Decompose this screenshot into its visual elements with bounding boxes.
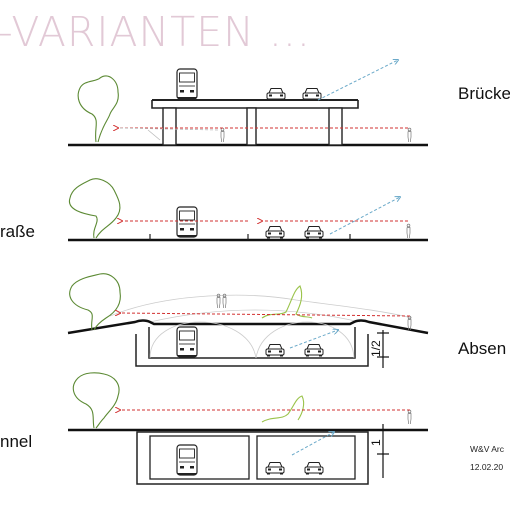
person-icon — [407, 409, 412, 425]
sightline-grey — [117, 127, 219, 131]
person-icon — [407, 315, 412, 331]
car-icon — [266, 88, 286, 101]
person-icon — [220, 127, 225, 143]
bridge-deck — [151, 100, 359, 109]
bridge-pier — [162, 107, 177, 146]
bus-icon — [176, 206, 198, 238]
section-absenkung: 1/2 — [67, 273, 429, 368]
tree-icon — [77, 75, 119, 143]
variant-label-tunnel: nnel — [0, 432, 33, 451]
dimension-full: 1 — [369, 439, 383, 446]
section-bruecke — [68, 60, 428, 147]
car-icon — [304, 226, 324, 239]
tunnel-tube — [256, 435, 356, 480]
grass-icon — [261, 285, 313, 319]
dimension-half: 1/2 — [369, 340, 383, 357]
sightline-blue — [291, 432, 334, 456]
car-icon — [265, 344, 285, 357]
car-icon — [265, 462, 285, 475]
person-icon — [407, 127, 412, 143]
car-icon — [302, 88, 322, 101]
sightline-blue — [329, 197, 400, 235]
variant-label-absenkung: Absen — [458, 339, 507, 358]
sketch-line — [147, 129, 161, 141]
tree-icon — [72, 372, 120, 429]
trough-outline — [135, 334, 369, 367]
person-icon — [222, 293, 227, 309]
tree-icon — [68, 178, 121, 239]
variant-label-bruecke: Brücke — [458, 84, 510, 103]
car-icon — [304, 344, 324, 357]
section-strasse — [68, 178, 428, 242]
grass-icon — [261, 395, 305, 423]
footer-date: 12.02.20 — [470, 462, 504, 472]
bus-icon — [176, 444, 198, 476]
sightline-blue — [289, 330, 338, 349]
tree-icon — [69, 273, 121, 331]
sightline-red — [120, 313, 411, 317]
tunnel-tube — [149, 435, 250, 480]
trough-inner — [148, 327, 356, 359]
bridge-pier — [328, 107, 343, 146]
bus-icon — [176, 68, 198, 100]
page-title: -VARIANTEN ... — [0, 8, 311, 56]
bridge-pier — [246, 107, 257, 146]
tunnel-outline — [136, 431, 369, 485]
car-icon — [304, 462, 324, 475]
person-icon — [216, 293, 221, 309]
variant-label-strasse: raße — [0, 222, 35, 241]
person-icon — [406, 223, 411, 239]
bus-icon — [176, 326, 198, 358]
section-tunnel: 1 — [68, 372, 428, 485]
ground-line — [67, 319, 429, 335]
footer-author: W&V Arc — [470, 444, 505, 454]
car-icon — [265, 226, 285, 239]
sightline-blue — [317, 60, 398, 101]
